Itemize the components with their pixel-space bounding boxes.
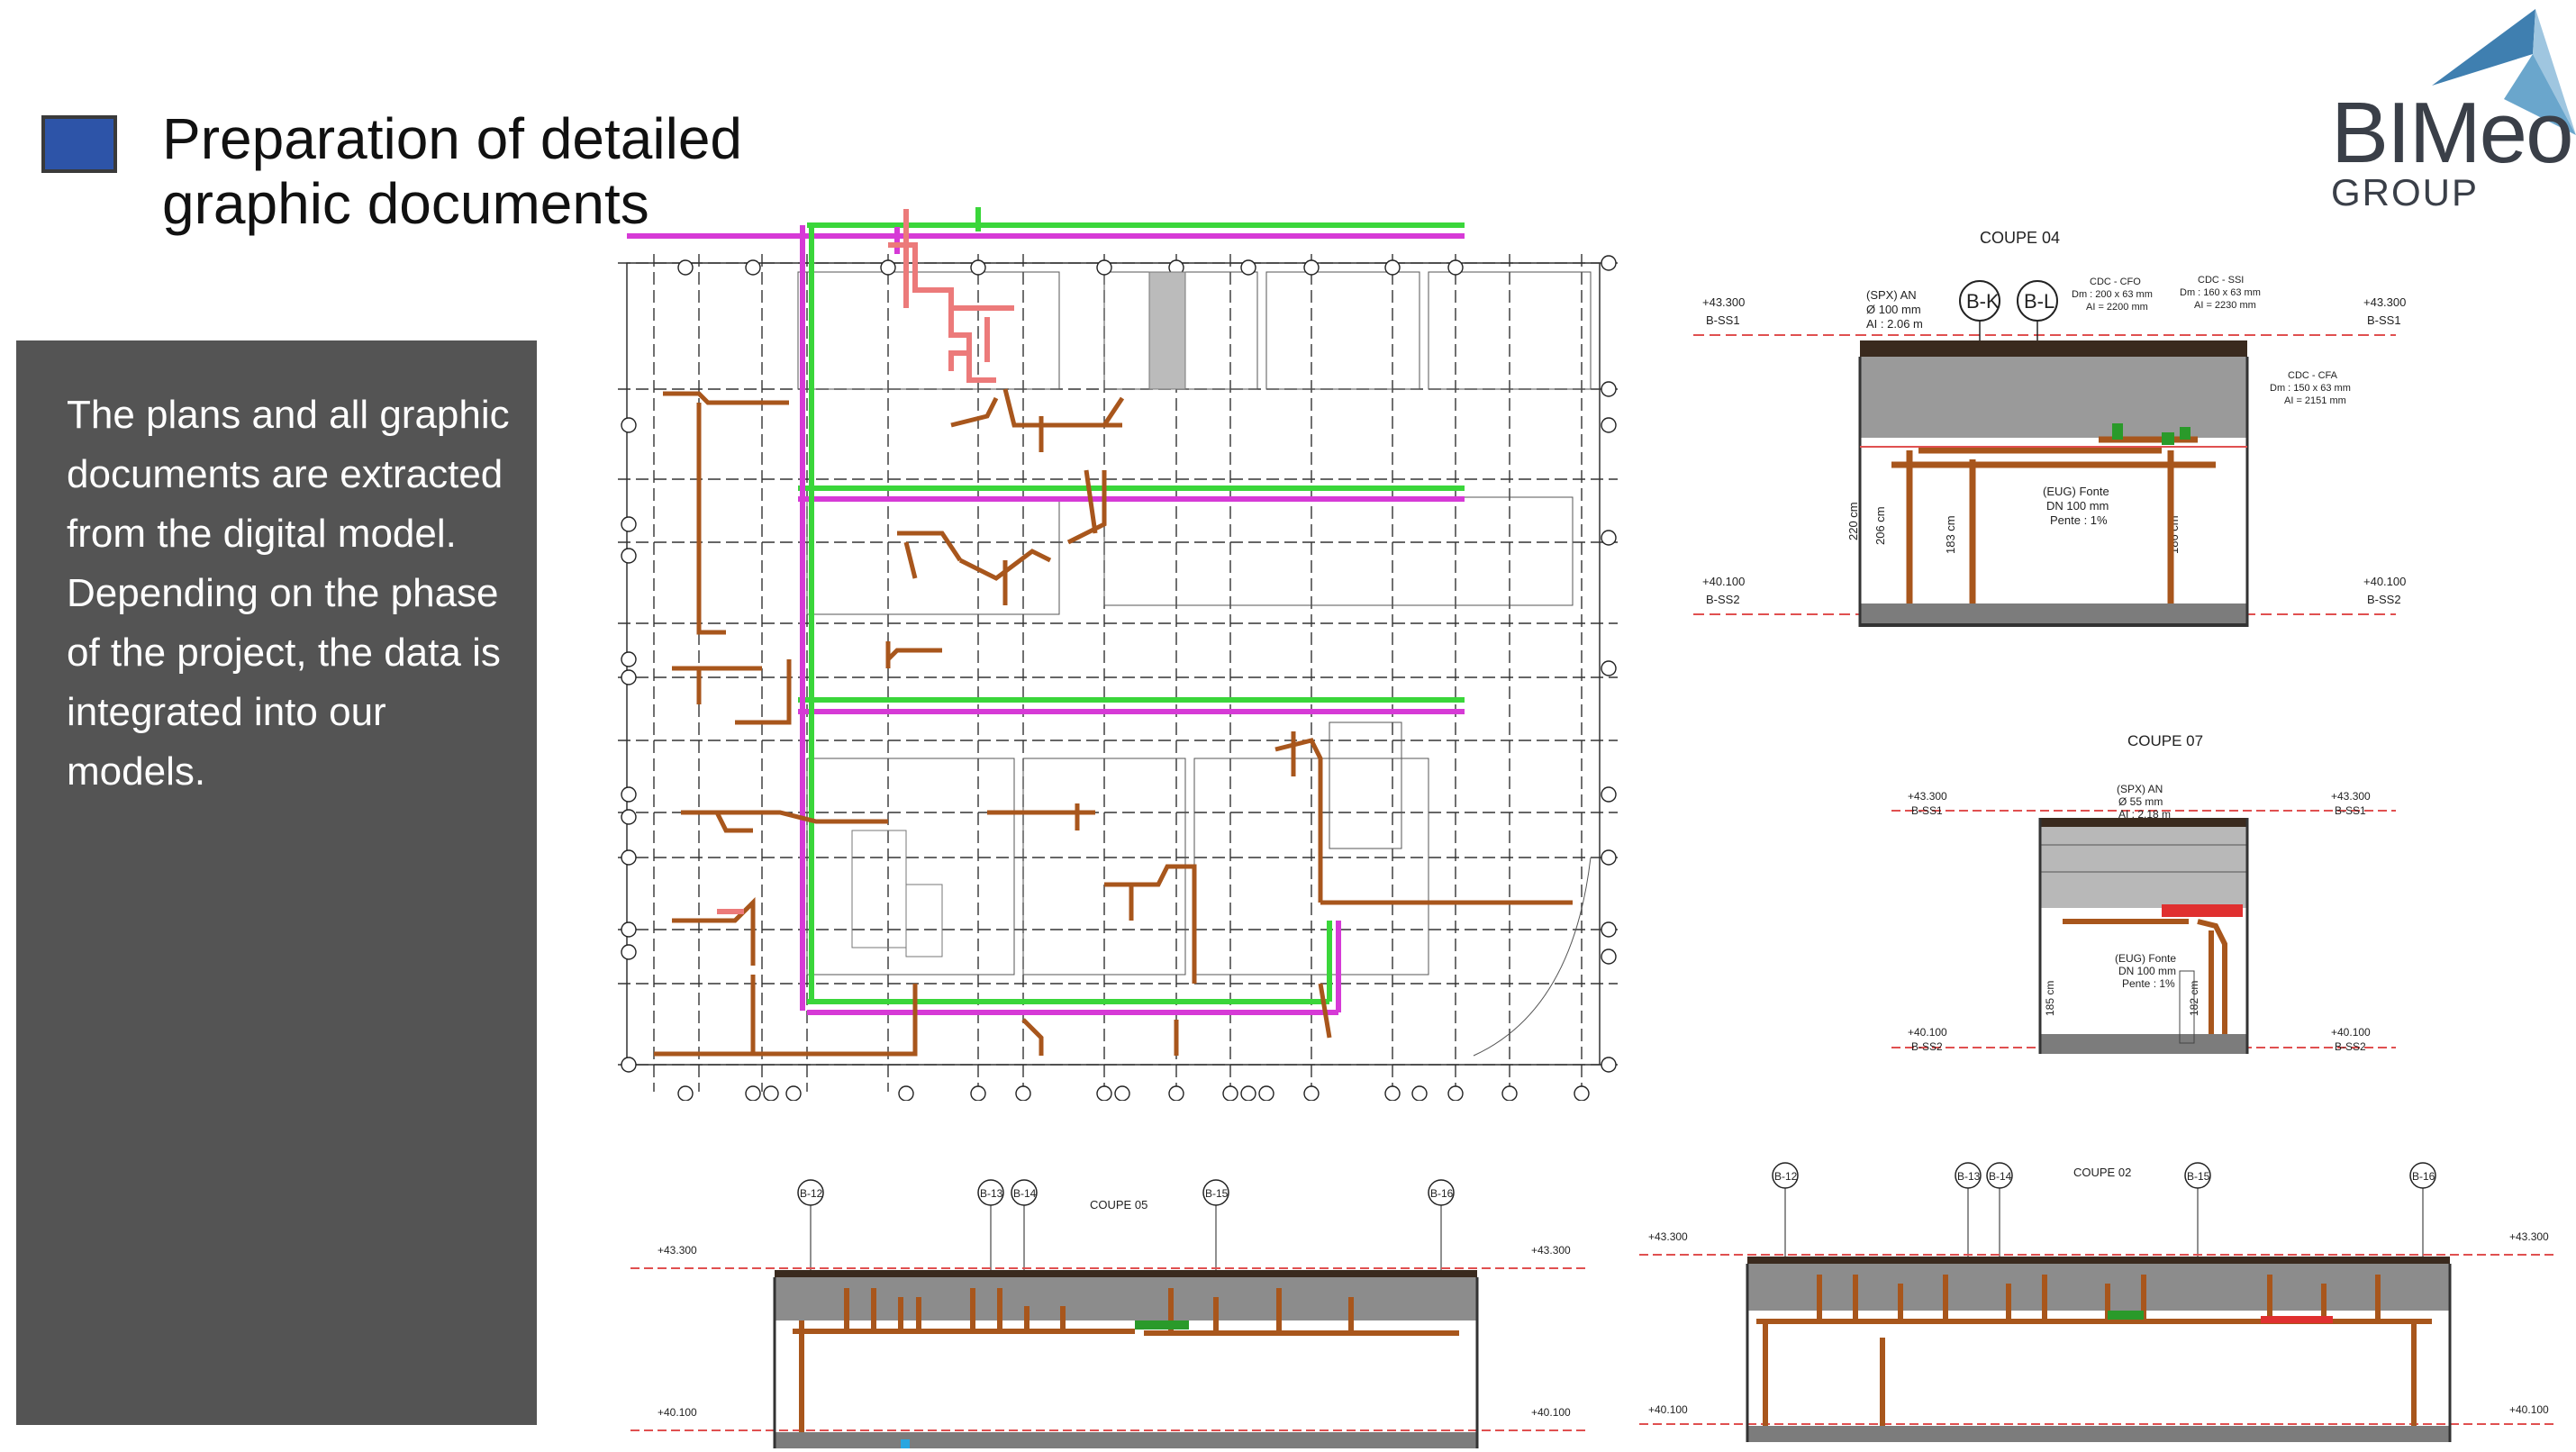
coupe04-eug-3: Pente : 1% bbox=[2050, 513, 2108, 527]
logo-wordmark: BIMeo bbox=[2331, 85, 2573, 181]
coupe04-eug-1: (EUG) Fonte bbox=[2043, 485, 2109, 498]
section-coupe-05: COUPE 05 B-12 B-13 B-14 B-15 B-16 +43.30… bbox=[630, 1179, 1585, 1448]
coupe02-axis-3: B-14 bbox=[1989, 1170, 2012, 1183]
section-coupe-04: COUPE 04 +43.300 B-SS1 +40.100 B-SS2 +43… bbox=[1693, 229, 2406, 627]
coupe04-level-top-tag-right: B-SS1 bbox=[2367, 313, 2401, 327]
coupe02-axis-1: B-12 bbox=[1774, 1170, 1798, 1183]
coupe07-level-bottom: +40.100 bbox=[1908, 1026, 1947, 1039]
coupe07-eug-1: (EUG) Fonte bbox=[2115, 952, 2176, 965]
coupe05-level-top: +43.300 bbox=[1531, 1244, 1571, 1257]
coupe05-title: COUPE 05 bbox=[1090, 1198, 1147, 1212]
coupe07-level-bottom-tag-right: B-SS2 bbox=[2335, 1040, 2366, 1053]
coupe04-level-bottom: +40.100 bbox=[1702, 575, 1745, 588]
coupe04-cfo-3: AI = 2200 mm bbox=[2086, 302, 2148, 313]
coupe02-level-bottom: +40.100 bbox=[1648, 1403, 1688, 1416]
coupe07-eug-2: DN 100 mm bbox=[2118, 965, 2176, 977]
coupe05-level-top-left: +43.300 bbox=[658, 1244, 697, 1257]
coupe07-title: COUPE 07 bbox=[2127, 732, 2203, 749]
section-coupe-07: COUPE 07 +43.300 B-SS1 +43.300 B-SS1 +40… bbox=[1891, 732, 2396, 1054]
coupe04-ssi-3: AI = 2230 mm bbox=[2194, 300, 2256, 311]
coupe05-axis-4: B-15 bbox=[1205, 1187, 1229, 1200]
description-panel: The plans and all graphic documents are … bbox=[16, 340, 537, 1425]
coupe02-level-bottom-right: +40.100 bbox=[2509, 1403, 2549, 1416]
coupe05-level-bottom: +40.100 bbox=[1531, 1406, 1571, 1419]
coupe05-axis-5: B-16 bbox=[1430, 1187, 1454, 1200]
coupe04-level-bottom-tag-right: B-SS2 bbox=[2367, 593, 2401, 606]
coupe04-eug-2: DN 100 mm bbox=[2046, 499, 2109, 513]
coupe05-axis-3: B-14 bbox=[1013, 1187, 1037, 1200]
coupe05-level-bottom-left: +40.100 bbox=[658, 1406, 697, 1419]
coupe07-level-top-right: +43.300 bbox=[2331, 790, 2371, 803]
coupe04-cfo-2: Dm : 200 x 63 mm bbox=[2072, 289, 2153, 300]
section-coupe-02: COUPE 02 B-12 B-13 B-14 B-15 B-16 +43.30… bbox=[1639, 1162, 2558, 1442]
description-text: The plans and all graphic documents are … bbox=[67, 393, 510, 794]
coupe04-dim-3: 183 cm bbox=[1944, 515, 1957, 554]
coupe04-note-a: (SPX) AN bbox=[1866, 288, 1917, 302]
coupe04-ssi-1: CDC - SSI bbox=[2198, 275, 2244, 286]
page-title: Preparation of detailed graphic document… bbox=[162, 106, 742, 236]
coupe04-axis-a: B-K bbox=[1966, 290, 2000, 313]
coupe04-level-bottom-tag: B-SS2 bbox=[1706, 593, 1740, 606]
coupe07-level-top-tag: B-SS1 bbox=[1911, 804, 1943, 817]
coupe02-axis-5: B-16 bbox=[2412, 1170, 2435, 1183]
page-title-line2: graphic documents bbox=[162, 171, 649, 236]
coupe04-axis-b: B-L bbox=[2024, 290, 2054, 313]
coupe07-level-bottom-right: +40.100 bbox=[2331, 1026, 2371, 1039]
coupe07-level-top: +43.300 bbox=[1908, 790, 1947, 803]
coupe02-title: COUPE 02 bbox=[2073, 1166, 2131, 1179]
title-bullet-square bbox=[41, 115, 117, 173]
coupe04-note-c: AI : 2.06 m bbox=[1866, 317, 1923, 331]
coupe02-level-top-right: +43.300 bbox=[2509, 1230, 2549, 1243]
coupe04-level-bottom-right: +40.100 bbox=[2363, 575, 2406, 588]
floor-plan-drawing bbox=[618, 207, 1618, 1101]
coupe07-eug-3: Pente : 1% bbox=[2122, 977, 2175, 990]
coupe04-level-top-tag: B-SS1 bbox=[1706, 313, 1740, 327]
coupe04-note-b: Ø 100 mm bbox=[1866, 303, 1921, 316]
coupe02-level-top: +43.300 bbox=[1648, 1230, 1688, 1243]
coupe07-level-top-tag-right: B-SS1 bbox=[2335, 804, 2366, 817]
coupe05-axis-1: B-12 bbox=[800, 1187, 823, 1200]
coupe04-ssi-2: Dm : 160 x 63 mm bbox=[2180, 287, 2261, 298]
coupe07-note-c: AI : 2.18 m bbox=[2118, 808, 2171, 821]
coupe02-axis-4: B-15 bbox=[2187, 1170, 2210, 1183]
coupe04-cfa-1: CDC - CFA bbox=[2288, 370, 2338, 381]
coupe07-note-b: Ø 55 mm bbox=[2118, 795, 2163, 808]
page-title-line1: Preparation of detailed bbox=[162, 106, 742, 171]
coupe04-dim-1: 220 cm bbox=[1846, 502, 1860, 540]
bimeo-logo-mark-icon bbox=[2432, 9, 2576, 135]
coupe04-cfo-1: CDC - CFO bbox=[2090, 277, 2141, 287]
coupe02-axis-2: B-13 bbox=[1957, 1170, 1981, 1183]
coupe04-dim-2: 206 cm bbox=[1873, 506, 1887, 545]
coupe04-level-top: +43.300 bbox=[1702, 295, 1745, 309]
logo-subtitle: GROUP bbox=[2331, 171, 2480, 213]
coupe04-cfa-2: Dm : 150 x 63 mm bbox=[2270, 383, 2351, 394]
coupe07-dim-1: 185 cm bbox=[2044, 981, 2056, 1016]
coupe04-level-top-right: +43.300 bbox=[2363, 295, 2406, 309]
coupe05-axis-2: B-13 bbox=[980, 1187, 1003, 1200]
coupe07-note-a: (SPX) AN bbox=[2117, 783, 2163, 795]
coupe07-level-bottom-tag: B-SS2 bbox=[1911, 1040, 1943, 1053]
coupe04-title: COUPE 04 bbox=[1980, 229, 2060, 247]
coupe04-cfa-3: AI = 2151 mm bbox=[2284, 395, 2346, 406]
